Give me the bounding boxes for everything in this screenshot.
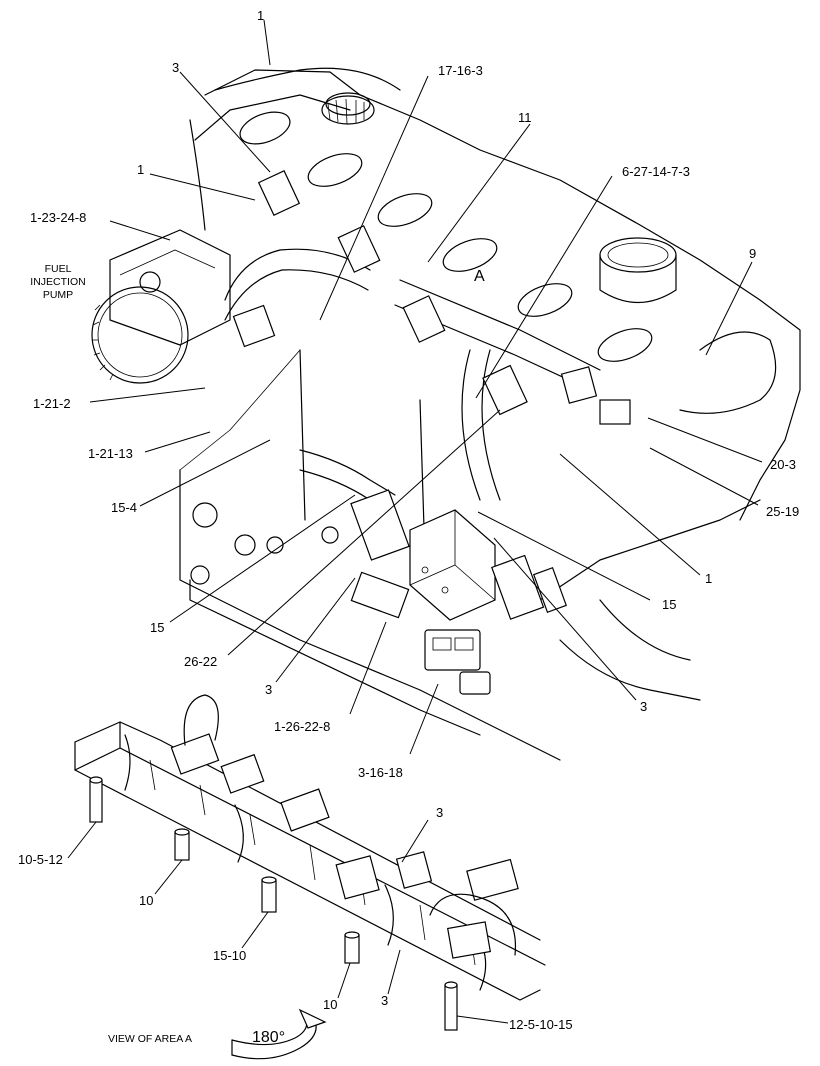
callout-3-view: 3 [436,805,443,820]
leader-lines [67,19,763,1024]
callout-15-left: 15 [150,620,164,635]
callout-labels: 1 3 17-16-3 11 1 6-27-14-7-3 1-23-24-8 9… [18,8,799,1046]
callout-15-4: 15-4 [111,500,137,515]
callout-1-26-22-8: 1-26-22-8 [274,719,330,734]
stud-10-a [174,828,190,861]
callout-20-3: 20-3 [770,457,796,472]
engine-block-illustration [91,67,801,761]
callout-1-right: 1 [705,571,712,586]
stud-12-5-10-15 [444,981,458,1031]
callout-1-mid: 1 [137,162,144,177]
stud-10-b [344,931,360,964]
callout-15-right: 15 [662,597,676,612]
area-a-view-illustration [74,694,546,1031]
callout-11: 11 [518,110,532,125]
callout-3-top: 3 [172,60,179,75]
rotation-180-label: 180° [252,1029,285,1046]
stud-10-5-12 [89,776,103,823]
callout-3-mid: 3 [265,682,272,697]
stud-15-10 [261,876,277,913]
view-of-area-label: VIEW OF AREA A [108,1033,192,1045]
callout-3-16-18: 3-16-18 [358,765,403,780]
rotation-arrow-icon [231,1008,327,1060]
callout-1-top: 1 [257,8,264,23]
callout-25-19: 25-19 [766,504,799,519]
area-a-marker: A [474,268,485,285]
fuel-pump-label-line1: FUEL [45,263,72,275]
callout-3-bottom: 3 [381,993,388,1008]
callout-6-27-14-7-3: 6-27-14-7-3 [622,164,690,179]
callout-17-16-3: 17-16-3 [438,63,483,78]
callout-1-23-24-8: 1-23-24-8 [30,210,86,225]
callout-9: 9 [749,246,756,261]
callout-26-22: 26-22 [184,654,217,669]
callout-3-right: 3 [640,699,647,714]
callout-12-5-10-15: 12-5-10-15 [509,1017,573,1032]
callout-1-21-2: 1-21-2 [33,396,71,411]
fuel-pump-label-line3: PUMP [43,289,73,301]
callout-10-a: 10 [139,893,153,908]
callout-15-10: 15-10 [213,948,246,963]
callout-10-5-12: 10-5-12 [18,852,63,867]
fuel-pump-label-line2: INJECTION [30,276,85,288]
callout-1-21-13: 1-21-13 [88,446,133,461]
callout-10-b: 10 [323,997,337,1012]
